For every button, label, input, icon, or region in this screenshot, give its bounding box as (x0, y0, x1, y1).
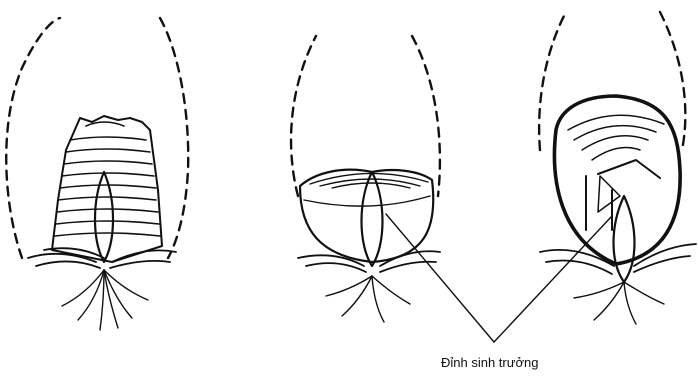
leader-line-left (386, 214, 494, 342)
panel-cut-bulb-enclosed (539, 12, 696, 324)
dashed-leaf-outline (291, 36, 316, 196)
leader-line-right (494, 216, 612, 342)
panel-whole-bulb (6, 18, 188, 330)
outer-scale (554, 96, 680, 264)
growth-tip-label: Đỉnh sinh trưởng (441, 355, 538, 370)
cut-wedge (586, 160, 660, 230)
roots-3 (574, 282, 664, 324)
cut-surface-rings (304, 173, 430, 206)
growth-tip-3 (614, 196, 635, 282)
roots-2 (326, 276, 410, 322)
growth-tip-2 (362, 172, 383, 266)
bulb-scales (52, 116, 162, 262)
dashed-leaf-outline-right (160, 18, 188, 258)
dashed-leaf-outline (6, 18, 60, 258)
panel-cut-bulb-open (291, 36, 440, 322)
dashed-leaf-outline (539, 12, 566, 150)
inner-rings (568, 115, 664, 212)
roots-1 (62, 270, 148, 330)
